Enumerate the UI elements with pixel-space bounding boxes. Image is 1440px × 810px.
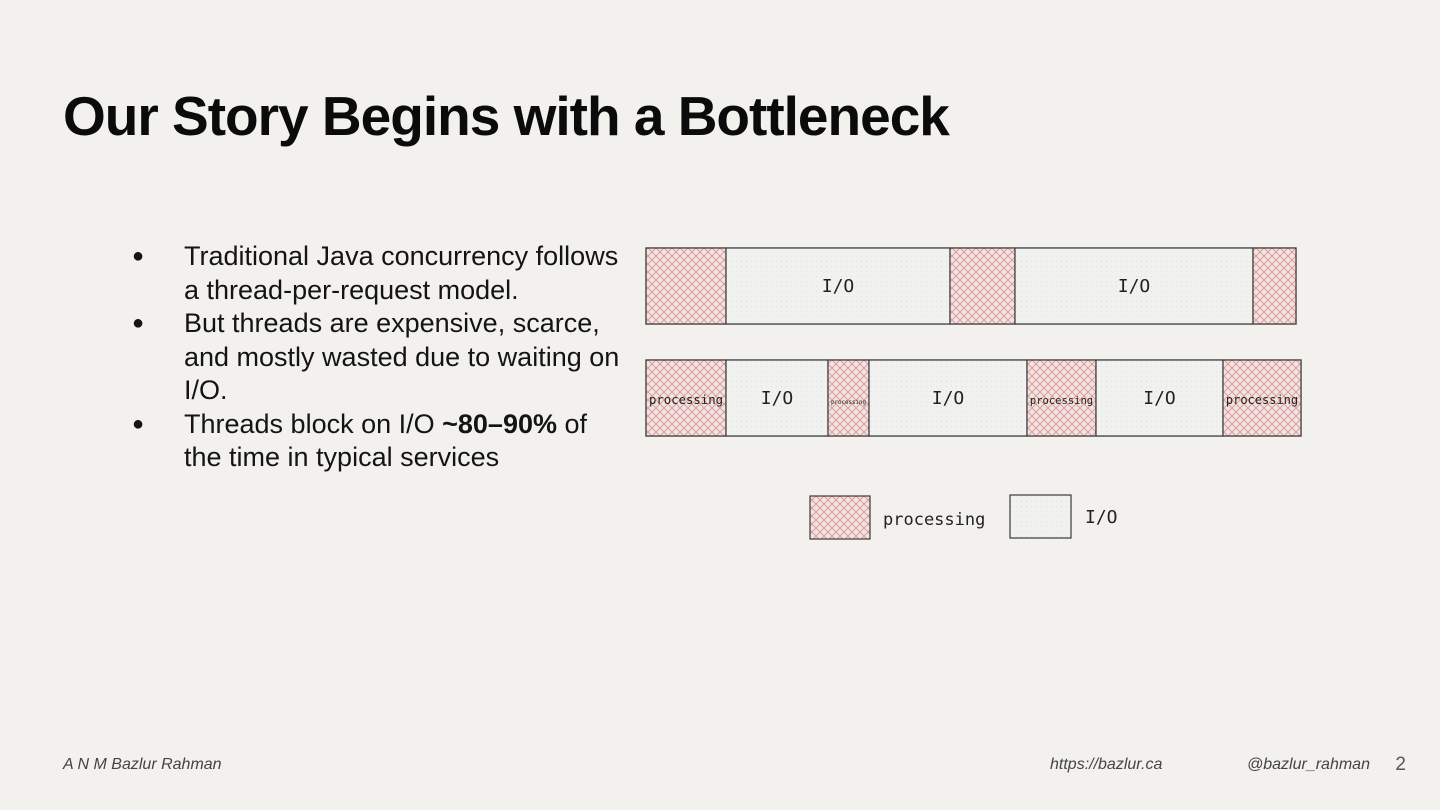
processing-label: processing [649,393,723,407]
io-segment [1095,359,1224,437]
processing-segment [1252,247,1297,325]
legend-io-label: I/O [1085,507,1118,528]
io-segment [725,247,951,325]
io-label: I/O [822,276,855,297]
bullet-dot-icon: ● [132,412,145,435]
bullet-highlight: ~80–90% [442,408,557,439]
io-label: I/O [1143,388,1176,409]
processing-segment [645,247,727,325]
processing-segment [1026,359,1097,437]
bullet-item: ● Threads block on I/O ~80–90% of the ti… [130,408,620,475]
bullet-item: ● Traditional Java concurrency follows a… [130,240,620,307]
processing-label: processing [831,400,866,406]
bullet-dot-icon: ● [132,312,145,334]
footer-website[interactable]: https://bazlur.ca [1050,756,1163,773]
processing-segment [827,359,870,437]
processing-segment [1222,359,1302,437]
processing-label: processing [1030,395,1093,407]
page-number: 2 [1395,754,1406,775]
io-label: I/O [932,388,965,409]
io-label: I/O [761,388,794,409]
bullet-item: ● But threads are expensive, scarce, and… [130,307,620,408]
timeline-row-1: I/O I/O [645,247,1297,325]
footer-handle[interactable]: @bazlur_rahman [1247,756,1370,773]
slide-title: Our Story Begins with a Bottleneck [63,85,950,147]
processing-label: processing [1226,393,1298,407]
io-segment [1014,247,1254,325]
bullet-text-end: of the time in typical services [184,408,588,473]
bullet-text: Traditional Java concurrency follows a t… [184,241,619,305]
processing-segment [949,247,1016,325]
diagram-legend: processing I/O [809,494,1118,540]
bullet-list: ● Traditional Java concurrency follows a… [130,240,620,475]
legend-processing-swatch [809,495,871,540]
io-segment [725,359,829,437]
io-segment [868,359,1028,437]
bullet-text-start: Threads block on I/O [184,408,443,439]
legend-io-swatch [1009,494,1072,539]
legend-processing-label: processing [883,510,985,530]
processing-segment [645,359,727,437]
timeline-row-2: processing I/O processing I/O processing I/O p… [645,359,1302,437]
bullet-dot-icon: ● [132,245,145,267]
footer-author: A N M Bazlur Rahman [63,756,222,773]
io-label: I/O [1118,276,1151,297]
bullet-text: But threads are expensive, scarce, and m… [184,308,620,405]
